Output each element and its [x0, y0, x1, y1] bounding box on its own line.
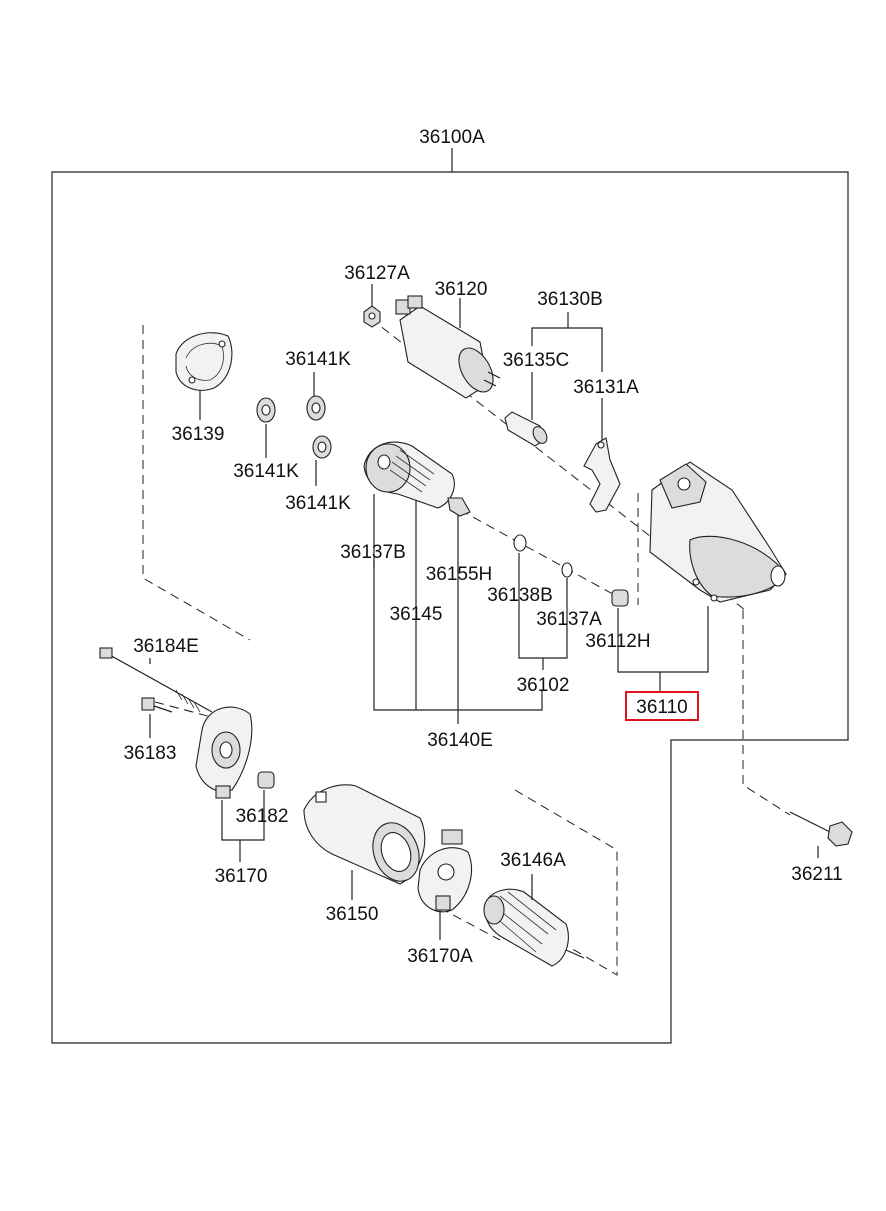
label-lever[interactable]: 36131A [573, 377, 639, 398]
plunger-part [504, 411, 548, 447]
nut-part [363, 305, 381, 328]
label-cover[interactable]: 36139 [172, 424, 225, 445]
label-through-bolt[interactable]: 36184E [133, 636, 199, 657]
brush-holder-part [417, 829, 472, 913]
label-lever-set[interactable]: 36130B [537, 289, 603, 310]
leader-lines [149, 284, 819, 940]
mount-bolt-part [789, 811, 853, 847]
label-ring-a[interactable]: 36137A [536, 609, 602, 630]
clutch-part [363, 441, 471, 517]
label-housing-assy[interactable]: 36110 [636, 697, 687, 718]
label-armature[interactable]: 36146A [500, 850, 566, 871]
part-labels: 36100A 36127A 36120 36130B 36135C 36131A… [124, 127, 843, 967]
label-gear-a[interactable]: 36141K [285, 349, 351, 370]
label-brush-holder[interactable]: 36170A [407, 946, 473, 967]
label-screw[interactable]: 36183 [124, 743, 177, 764]
small-ring-parts [513, 534, 629, 607]
label-solenoid[interactable]: 36120 [435, 279, 488, 300]
label-gear-c[interactable]: 36141K [285, 493, 351, 514]
label-clutch[interactable]: 36137B [340, 542, 406, 563]
label-gear-b[interactable]: 36141K [233, 461, 299, 482]
label-holder[interactable]: 36145 [390, 604, 443, 625]
label-end-bushing[interactable]: 36182 [236, 806, 289, 827]
yoke-part [303, 784, 426, 885]
lever-part [583, 437, 621, 513]
label-ring-b[interactable]: 36138B [487, 585, 553, 606]
label-kit[interactable]: 36102 [517, 675, 570, 696]
label-plunger[interactable]: 36135C [503, 350, 570, 371]
label-assembly[interactable]: 36100A [419, 127, 485, 148]
label-bolt-nut[interactable]: 36127A [344, 263, 410, 284]
cover-part [175, 332, 233, 391]
label-mount-bolt[interactable]: 36211 [791, 864, 842, 885]
gear-parts [256, 395, 332, 459]
label-yoke[interactable]: 36150 [326, 904, 379, 925]
label-shaft-assy[interactable]: 36140E [427, 730, 493, 751]
through-bolt-part [99, 647, 213, 713]
label-bushing[interactable]: 36112H [585, 631, 650, 652]
highlighted-part-box[interactable] [625, 691, 699, 721]
label-pinion-shaft[interactable]: 36155H [426, 564, 493, 585]
assembly-boundary [51, 171, 849, 1044]
end-frame-part [195, 706, 253, 799]
end-bushing-part [257, 771, 275, 789]
armature-part [483, 888, 585, 967]
solenoid-part [395, 295, 501, 399]
label-end-frame[interactable]: 36170 [215, 866, 268, 887]
screw-part [141, 697, 173, 713]
housing-assy-part [649, 461, 787, 603]
